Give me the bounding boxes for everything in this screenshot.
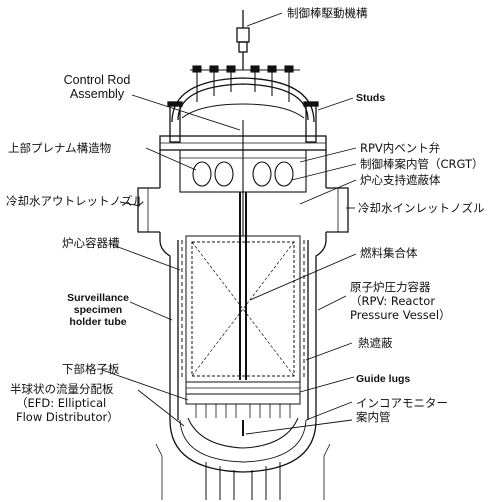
label-incore-line1: インコアモニター: [356, 396, 448, 410]
label-upper-plenum: 上部プレナム構造物: [8, 141, 112, 155]
label-outlet-nozzle: 冷却水アウトレットノズル: [6, 194, 144, 208]
label-crdm: 制御棒駆動機構: [287, 6, 368, 20]
label-thermal-shield: 熱遮蔽: [358, 336, 393, 350]
label-rpv-line2: （RPV: Reactor: [350, 294, 436, 308]
label-guide-lugs: Guide lugs: [356, 373, 411, 385]
lower-internals: [185, 381, 301, 449]
label-efd-line3: Flow Distributor）: [16, 410, 119, 424]
core-barrel: [181, 120, 305, 383]
closure-head: [167, 77, 319, 143]
label-surveillance-line3: holder tube: [69, 316, 127, 328]
label-efd-line2: （EFD: Elliptical: [16, 396, 107, 410]
label-incore-monitor: インコアモニター 案内管: [356, 396, 448, 424]
label-control-rod-assembly-line1: Control Rod: [63, 73, 131, 87]
label-lower-grid: 下部格子板: [62, 362, 120, 376]
leader-lines: [101, 12, 357, 435]
label-inlet-nozzle: 冷却水インレットノズル: [358, 201, 485, 215]
label-control-rod-assembly: Control Rod Assembly: [57, 73, 137, 101]
label-rpv-line1: 原子炉圧力容器: [350, 280, 431, 294]
label-surveillance: Surveillance specimen holder tube: [60, 292, 136, 328]
label-studs: Studs: [356, 92, 386, 104]
label-incore-line2: 案内管: [356, 410, 391, 424]
crdm-nozzles: [190, 65, 300, 102]
label-core-barrel: 炉心容器槽: [62, 236, 120, 250]
label-efd: 半球状の流量分配板 （EFD: Elliptical Flow Distribu…: [10, 382, 119, 424]
label-efd-line1: 半球状の流量分配板: [10, 382, 114, 396]
incore-guide-tubes: [155, 443, 331, 500]
label-surveillance-line1: Surveillance: [67, 292, 129, 304]
label-fuel-assembly: 燃料集合体: [360, 246, 418, 260]
label-rpv-vent-valve: RPV内ベント弁: [360, 141, 441, 155]
label-surveillance-line2: specimen: [73, 304, 123, 316]
crdm-shaft: [236, 10, 250, 70]
label-rpv-line3: Pressure Vessel）: [350, 308, 451, 322]
label-core-support-shield: 炉心支持遮蔽体: [360, 173, 441, 187]
label-control-rod-assembly-line2: Assembly: [69, 87, 125, 101]
label-crgt: 制御棒案内管（CRGT）: [360, 157, 484, 171]
label-rpv: 原子炉圧力容器 （RPV: Reactor Pressure Vessel）: [350, 280, 451, 322]
